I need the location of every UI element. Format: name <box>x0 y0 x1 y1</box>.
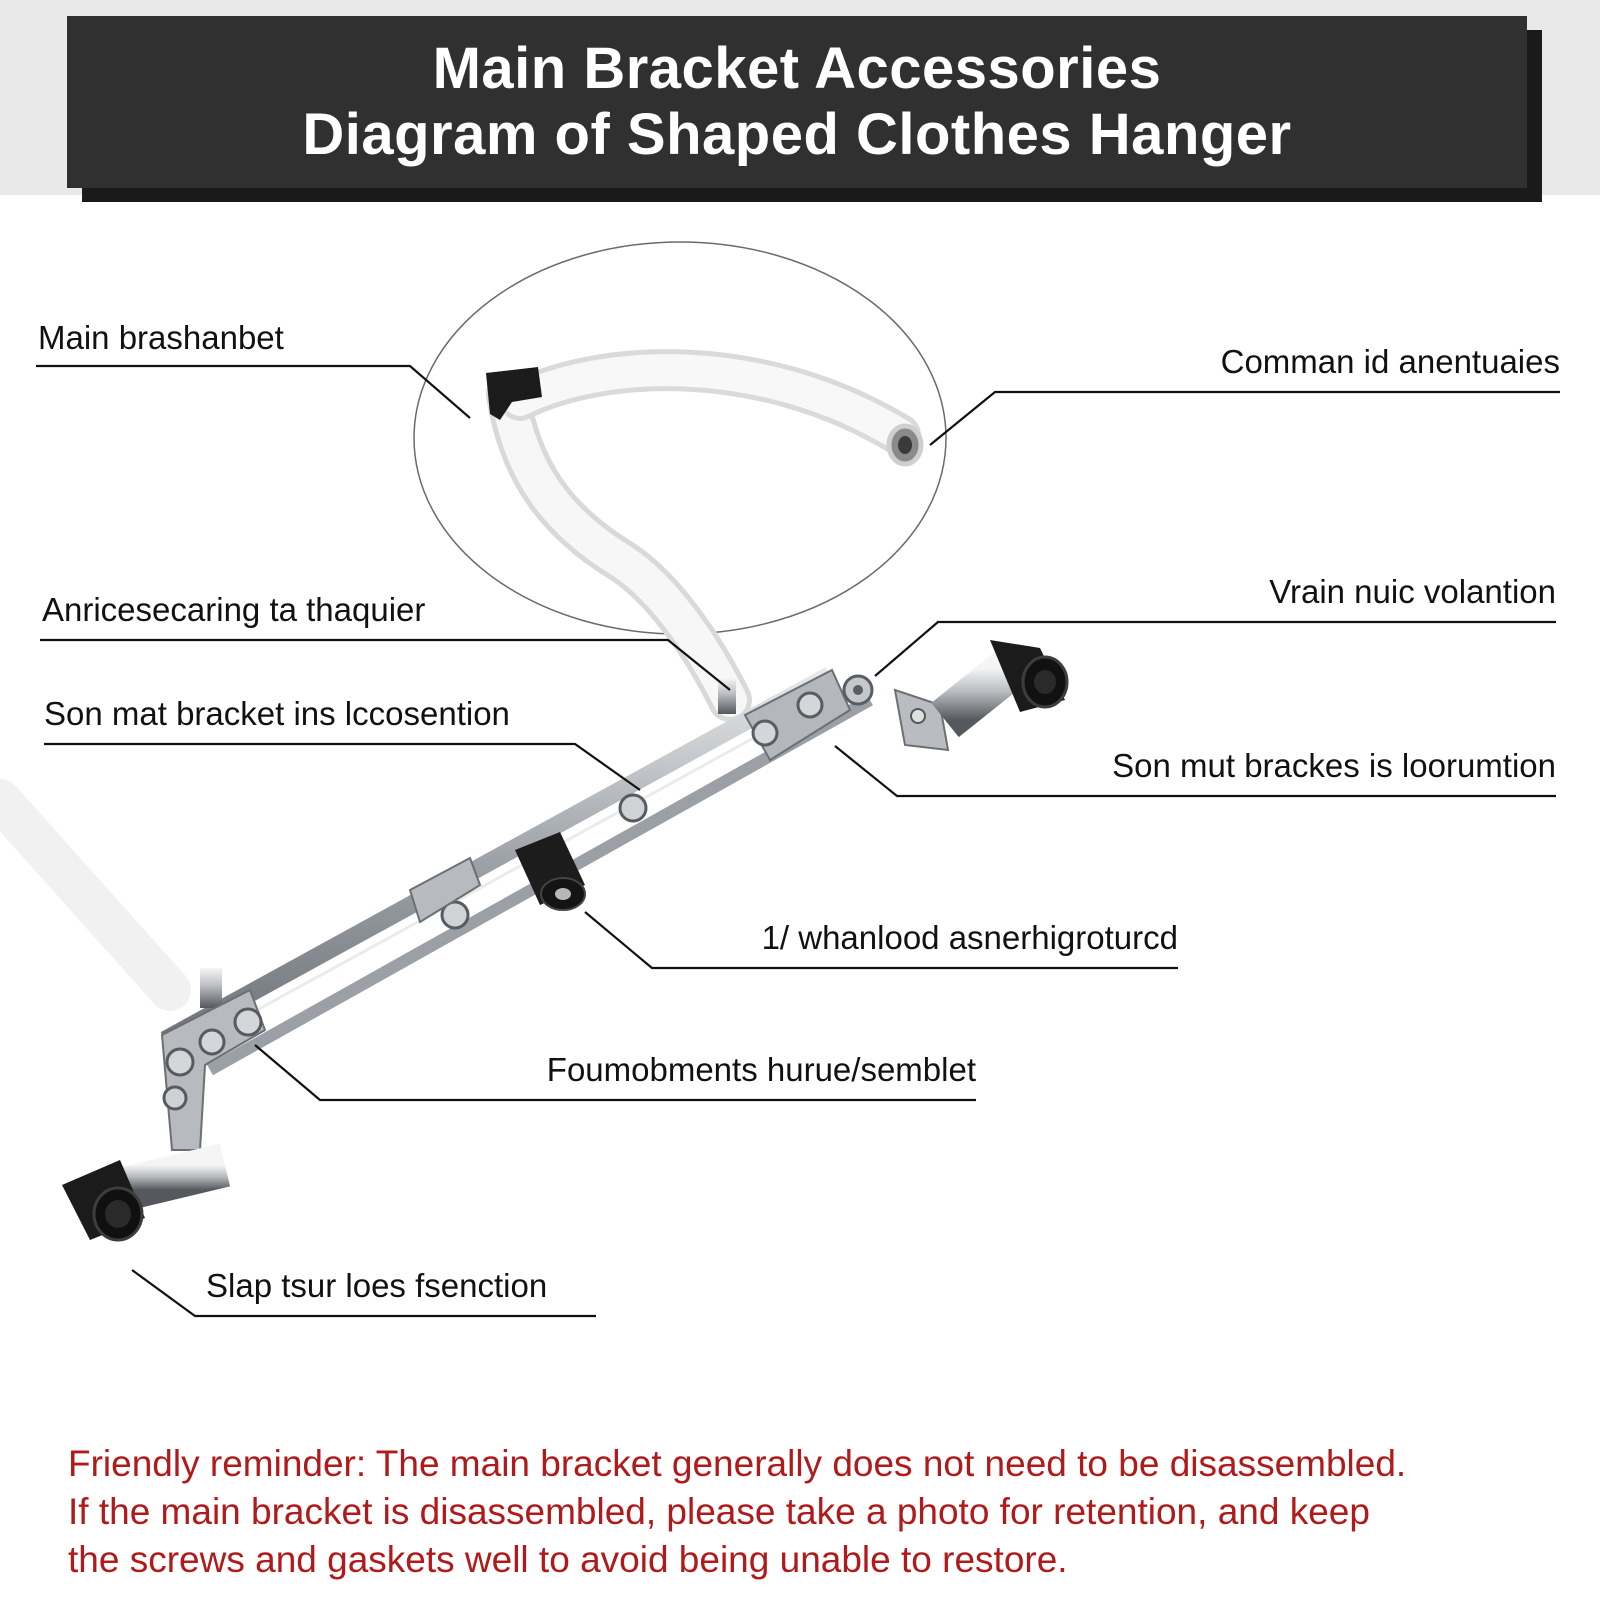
label-son-mat-bracket: Son mat bracket ins lccosention <box>44 695 510 732</box>
reminder-line-2: If the main bracket is disassembled, ple… <box>68 1491 1370 1532</box>
background-tube <box>0 779 191 1011</box>
title-line-2: Diagram of Shaped Clothes Hanger <box>302 102 1292 167</box>
label-accessory-bearing: Anricesecaring ta thaquier <box>42 591 426 628</box>
screw-group-lower <box>162 1007 263 1111</box>
label-command-accessories: Comman id anentuaies <box>1220 343 1560 380</box>
label-wheel-connector: 1/ whanlood asnerhigroturcd <box>761 919 1178 956</box>
screw-mid-2 <box>440 900 470 930</box>
label-main-bracket: Main brashanbet <box>38 319 284 356</box>
title-box: Main Bracket Accessories Diagram of Shap… <box>67 16 1527 188</box>
leader-accessory-bearing <box>40 638 731 691</box>
leader-son-mut <box>834 745 1556 798</box>
label-son-mut-brackets: Son mut brackes is loorumtion <box>1112 747 1556 784</box>
upper-right-arm <box>931 650 1024 738</box>
tube-main-highlight <box>491 378 747 717</box>
screw-group-upper <box>751 674 874 747</box>
leader-main-nut <box>874 620 1556 677</box>
plate-mid <box>408 856 482 924</box>
title-line-1: Main Bracket Accessories <box>432 36 1162 101</box>
leader-main-bracket <box>36 364 471 419</box>
label-main-nut-location: Vrain nuic volantion <box>1269 573 1556 610</box>
lower-arm <box>114 1143 231 1212</box>
black-clip <box>486 367 542 420</box>
leader-slap <box>131 1269 596 1318</box>
leader-command-accessories <box>929 390 1560 446</box>
friendly-reminder: Friendly reminder: The main bracket gene… <box>68 1440 1568 1584</box>
reminder-line-1: Friendly reminder: The main bracket gene… <box>68 1443 1407 1484</box>
leader-wheel-connector <box>584 911 1178 970</box>
leader-son-mat <box>44 742 641 791</box>
label-components-hardware: Foumobments hurue/semblet <box>546 1051 976 1088</box>
tube-arc-highlight <box>504 354 916 451</box>
main-rail <box>160 667 835 1048</box>
label-slap-tsur-loes: Slap tsur loes fsenction <box>206 1267 548 1304</box>
reminder-line-3: the screws and gaskets well to avoid bei… <box>68 1539 1068 1580</box>
black-knob <box>515 832 586 911</box>
screw-mid-1 <box>618 793 648 823</box>
post-lower <box>200 968 222 1008</box>
leader-lines <box>36 364 1560 1318</box>
leader-components <box>254 1044 976 1102</box>
post-upper <box>718 678 736 714</box>
